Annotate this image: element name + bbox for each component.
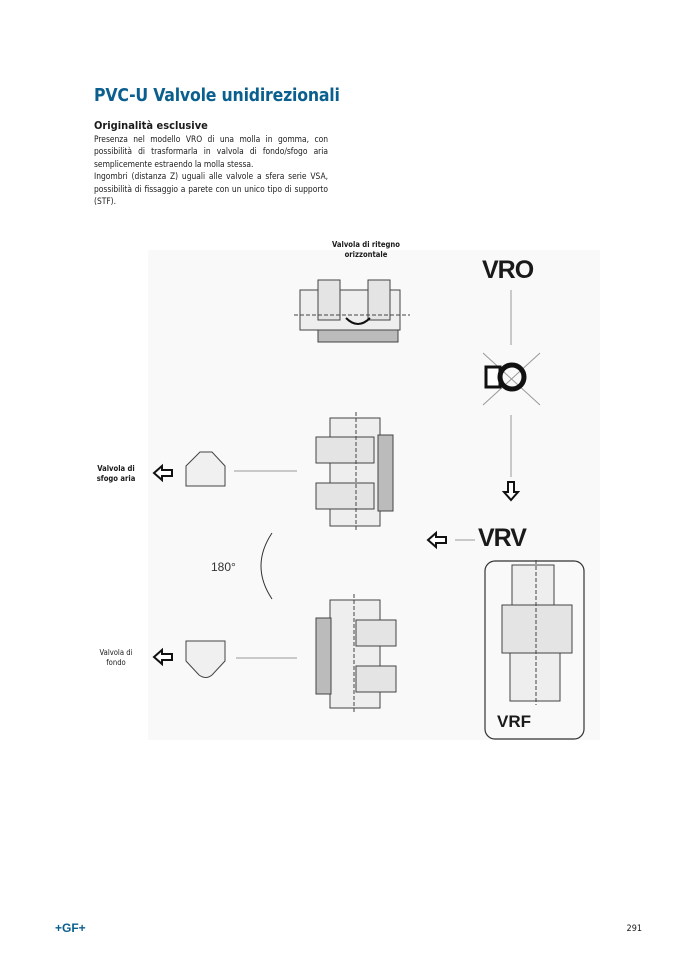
arrow-left-icon [152,463,173,483]
arrow-down-icon [501,481,521,502]
valve-vrf [501,560,573,705]
air-vent-cap [185,451,226,487]
paragraph: Presenza nel modello VRO di una molla in… [94,134,328,169]
foot-cap [185,640,226,678]
valve-vertical-foot [315,594,397,714]
label-horizontal-valve: Valvola di ritegno orizzontale [316,240,416,260]
label-foot-valve: Valvola di fondo [86,648,146,668]
page-title: PVC-U Valvole unidirezionali [94,86,340,106]
label-line: sfogo aria [96,474,136,483]
ball-symbol-icon [484,362,527,392]
valve-horizontal [294,279,410,343]
label-line: fondo [106,658,126,667]
label-line: Valvola di ritegno [332,240,400,249]
label-air-vent: Valvola di sfogo aria [86,464,146,484]
body-text: Presenza nel modello VRO di una molla in… [94,133,328,207]
page-number: 291 [626,924,642,934]
rotation-arc-icon [260,532,273,600]
label-line: orizzontale [344,250,388,259]
rotation-label: 180° [211,560,236,574]
gf-logo: +GF+ [55,921,86,935]
paragraph: Ingombri (distanza Z) uguali alle valvol… [94,171,328,207]
arrow-left-icon [152,647,173,667]
label-line: Valvola di [99,648,133,657]
arrow-left-icon [426,530,447,550]
section-heading: Originalità esclusive [94,119,208,132]
valve-vertical-air [315,412,394,532]
vrv-label: VRV [478,524,527,552]
label-line: Valvola di [97,464,135,473]
vro-label: VRO [482,256,534,284]
vrf-label: VRF [497,712,531,731]
